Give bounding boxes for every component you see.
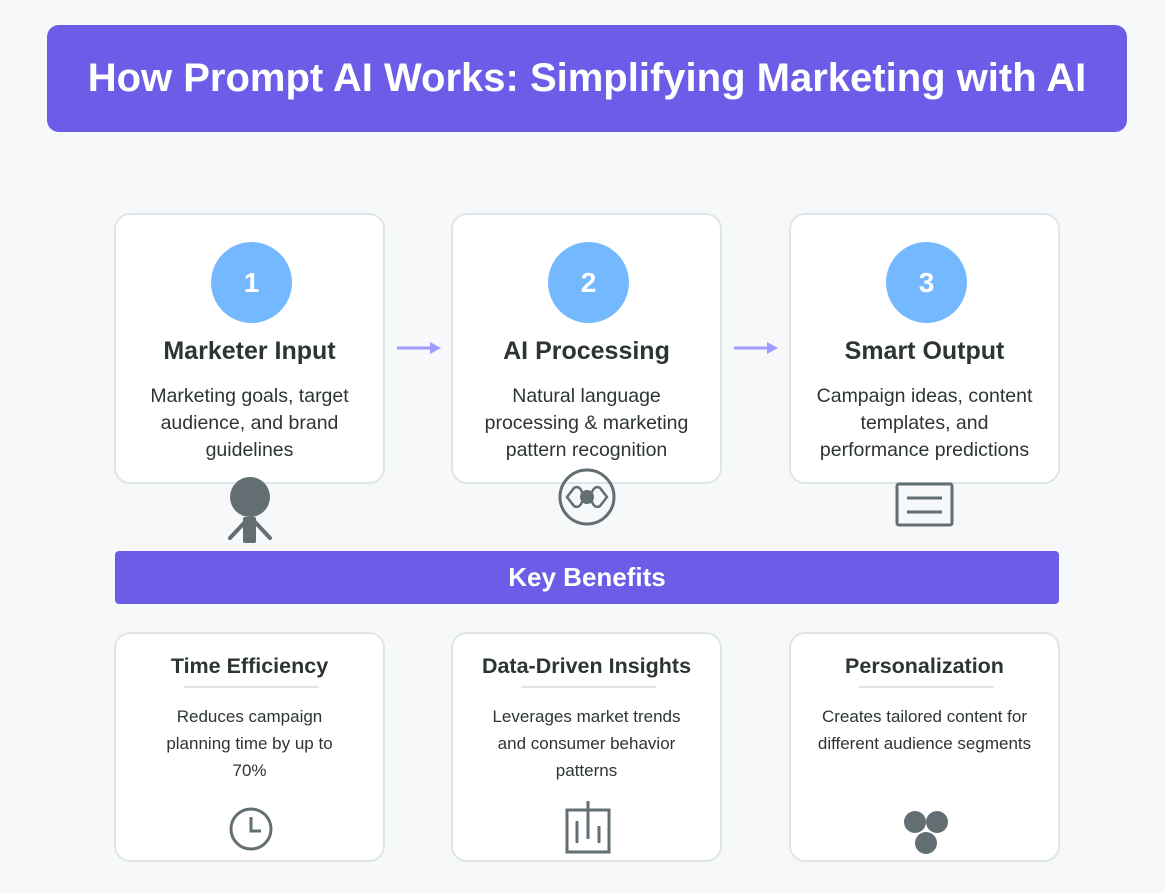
- divider: [184, 686, 319, 688]
- step-number: 1: [211, 242, 292, 323]
- step-number: 2: [548, 242, 629, 323]
- divider: [859, 686, 994, 688]
- benefit-heading: Personalization: [845, 654, 1004, 678]
- step-heading: Smart Output: [844, 337, 1005, 365]
- benefit-heading: Time Efficiency: [170, 654, 329, 678]
- clock-icon: [229, 807, 273, 851]
- divider: [521, 686, 656, 688]
- step-card-2: 2 AI Processing Natural language process…: [451, 213, 722, 484]
- benefit-description: Reduces campaign planning time by up to …: [166, 707, 333, 780]
- audience-icon: [904, 811, 948, 854]
- benefit-card-2: Data-Driven Insights Leverages market tr…: [451, 632, 722, 862]
- step-description: Campaign ideas, content templates, and p…: [816, 385, 1033, 461]
- step-card-1: 1 Marketer Input Marketing goals, target…: [114, 213, 385, 484]
- step-heading: Marketer Input: [163, 337, 336, 365]
- document-icon: [895, 482, 954, 527]
- step-description: Natural language processing & marketing …: [484, 385, 689, 461]
- brain-icon: [558, 468, 616, 526]
- key-benefits-banner: Key Benefits: [115, 551, 1059, 604]
- arrow-right-icon: [734, 342, 778, 354]
- page-title: How Prompt AI Works: Simplifying Marketi…: [47, 25, 1127, 132]
- benefit-heading: Data-Driven Insights: [481, 654, 692, 678]
- chart-icon: [565, 801, 611, 854]
- benefit-card-1: Time Efficiency Reduces campaign plannin…: [114, 632, 385, 862]
- benefit-card-3: Personalization Creates tailored content…: [789, 632, 1060, 862]
- benefit-description: Creates tailored content for different a…: [817, 707, 1032, 753]
- person-icon: [228, 477, 272, 543]
- step-heading: AI Processing: [503, 337, 670, 365]
- arrow-right-icon: [397, 342, 441, 354]
- step-description: Marketing goals, target audience, and br…: [150, 385, 349, 461]
- step-card-3: 3 Smart Output Campaign ideas, content t…: [789, 213, 1060, 484]
- benefit-description: Leverages market trends and consumer beh…: [492, 707, 681, 780]
- step-number: 3: [886, 242, 967, 323]
